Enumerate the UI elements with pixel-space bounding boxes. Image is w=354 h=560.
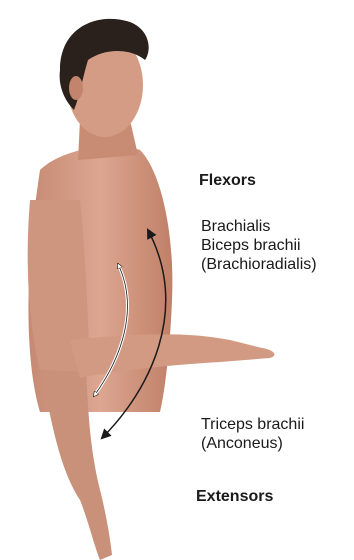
flexor-muscle: Biceps brachii: [201, 236, 317, 255]
extensor-muscle-list: Triceps brachii (Anconeus): [201, 415, 304, 453]
extensors-heading: Extensors: [196, 487, 273, 506]
flexor-muscle-list: Brachialis Biceps brachii (Brachioradial…: [201, 217, 317, 274]
ear: [69, 76, 83, 100]
extensor-muscle: (Anconeus): [201, 434, 304, 453]
flexor-muscle: (Brachioradialis): [201, 255, 317, 274]
flexed-forearm: [70, 334, 274, 378]
flexor-muscle: Brachialis: [201, 217, 317, 236]
extensor-muscle: Triceps brachii: [201, 415, 304, 434]
flexors-heading: Flexors: [199, 171, 256, 190]
